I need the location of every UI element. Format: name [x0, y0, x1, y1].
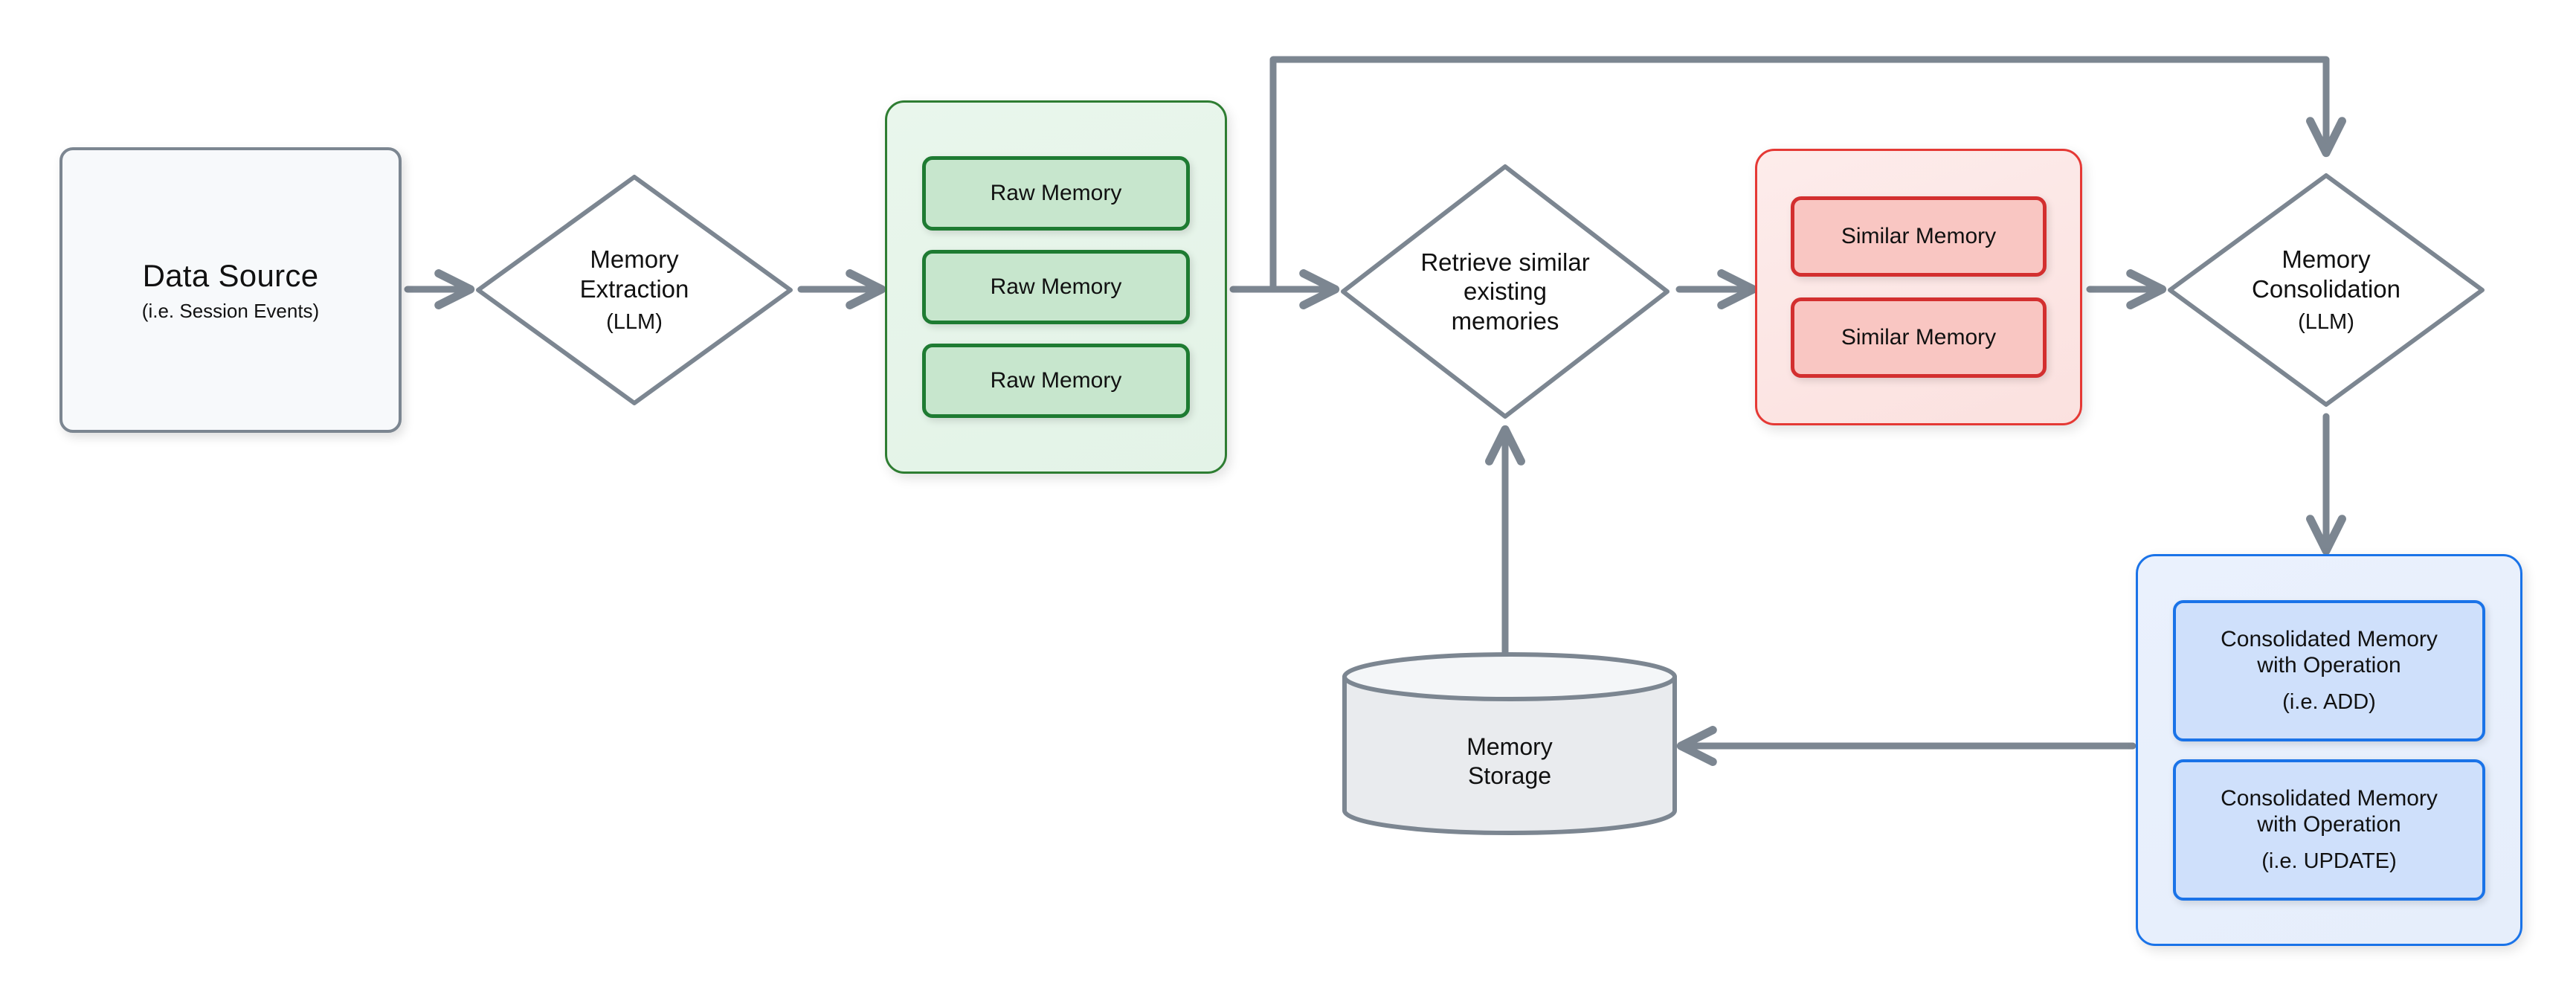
memory-storage-line1: Memory: [1466, 733, 1553, 760]
chip-consolidated-memory-update-line1: Consolidated Memory: [2221, 786, 2438, 811]
memory-storage-line2: Storage: [1467, 762, 1552, 789]
chip-similar-memory-1[interactable]: Similar Memory: [1791, 196, 2047, 277]
chip-similar-memory-2-label: Similar Memory: [1841, 325, 1997, 350]
retrieve-similar-line1: Retrieve similar: [1420, 248, 1590, 276]
diamond-shape: [1341, 164, 1669, 419]
data-source-title: Data Source: [142, 257, 319, 293]
cylinder-shape: [1342, 652, 1677, 835]
chip-raw-memory-2-label: Raw Memory: [990, 274, 1122, 300]
chip-raw-memory-3-label: Raw Memory: [990, 368, 1122, 393]
diamond-shape: [2168, 173, 2485, 407]
memory-extraction-line2: Extraction: [579, 274, 689, 303]
chip-similar-memory-2[interactable]: Similar Memory: [1791, 297, 2047, 378]
retrieve-similar-line2: existing: [1464, 277, 1547, 306]
node-retrieve-similar-memories[interactable]: Retrieve similar existing memories: [1339, 162, 1672, 421]
chip-raw-memory-1-label: Raw Memory: [990, 181, 1122, 206]
chip-consolidated-memory-update-line2: with Operation: [2257, 812, 2401, 837]
retrieve-similar-line3: memories: [1451, 306, 1559, 335]
group-raw-memory[interactable]: Raw Memory Raw Memory Raw Memory: [885, 100, 1227, 474]
chip-consolidated-memory-update[interactable]: Consolidated Memory with Operation (i.e.…: [2173, 759, 2485, 901]
chip-consolidated-memory-add-subtitle: (i.e. ADD): [2282, 689, 2376, 714]
chip-raw-memory-3[interactable]: Raw Memory: [922, 344, 1190, 418]
chip-consolidated-memory-add-line2: with Operation: [2257, 653, 2401, 678]
chip-consolidated-memory-update-subtitle: (i.e. UPDATE): [2261, 849, 2397, 873]
chip-raw-memory-2[interactable]: Raw Memory: [922, 250, 1190, 324]
chip-consolidated-memory-add[interactable]: Consolidated Memory with Operation (i.e.…: [2173, 599, 2485, 741]
memory-extraction-line1: Memory: [590, 245, 679, 273]
memory-consolidation-line2: Consolidation: [2252, 274, 2400, 303]
node-memory-consolidation[interactable]: Memory Consolidation (LLM): [2166, 171, 2487, 409]
chip-similar-memory-1-label: Similar Memory: [1841, 224, 1997, 249]
memory-consolidation-line1: Memory: [2282, 245, 2371, 273]
data-source-subtitle: (i.e. Session Events): [141, 299, 320, 322]
node-data-source[interactable]: Data Source (i.e. Session Events): [59, 147, 402, 433]
group-consolidated-memory[interactable]: Consolidated Memory with Operation (i.e.…: [2136, 554, 2522, 946]
node-memory-extraction[interactable]: Memory Extraction (LLM): [474, 173, 795, 408]
memory-extraction-subtitle: (LLM): [606, 310, 663, 335]
node-memory-storage[interactable]: Memory Storage: [1339, 652, 1681, 835]
chip-raw-memory-1[interactable]: Raw Memory: [922, 156, 1190, 231]
memory-consolidation-subtitle: (LLM): [2298, 310, 2354, 335]
diamond-shape: [476, 175, 793, 405]
group-similar-memory[interactable]: Similar Memory Similar Memory: [1755, 149, 2082, 425]
chip-consolidated-memory-add-line1: Consolidated Memory: [2221, 627, 2438, 651]
